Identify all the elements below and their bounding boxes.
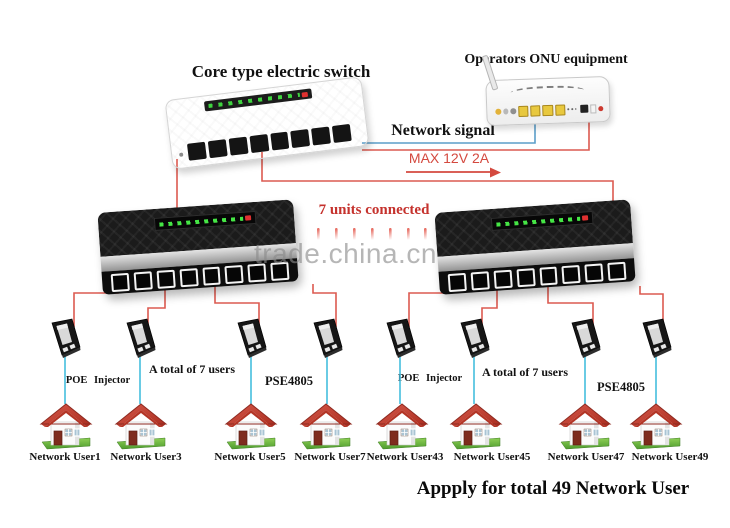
total-users-label-left: A total of 7 users <box>149 362 235 376</box>
house-icon <box>630 403 682 450</box>
blue-line <box>362 124 536 144</box>
green-leds-icon <box>159 216 244 227</box>
vent-dashes-icon <box>510 84 585 99</box>
user-label: Network User5 <box>214 451 286 463</box>
cyan-lines <box>64 356 657 404</box>
poe-injector-icon <box>571 318 601 359</box>
onu-device <box>481 54 611 127</box>
power-led-icon <box>178 152 184 157</box>
poe-injector-icon <box>237 318 267 359</box>
house-icon <box>300 403 352 450</box>
poe-injector-icon <box>126 318 156 359</box>
user-label: Network User3 <box>110 451 182 463</box>
core-switch-title: Core type electric switch <box>191 62 371 81</box>
house-icon <box>40 403 92 450</box>
poe-injector-icon <box>642 318 672 359</box>
poe-switch-right-device <box>434 199 636 295</box>
poe-injector-icon <box>460 318 490 359</box>
house-icon <box>450 403 502 450</box>
red-led-icon <box>581 215 589 221</box>
user-label: Network User7 <box>294 451 366 463</box>
user-label: Network User47 <box>547 451 625 463</box>
onu-title: Operators ONU equipment <box>464 52 628 67</box>
max-power-label: MAX 12V 2A <box>408 150 490 166</box>
pse-model-label-right: PSE4805 <box>597 380 645 394</box>
red-led-icon <box>244 215 252 221</box>
led-strip-icon <box>153 210 257 231</box>
poe-injector-icon <box>386 318 416 359</box>
watermark: trade.china.cn <box>254 238 437 269</box>
poe-injector-label-left: POE Injector <box>65 375 131 386</box>
house-icon <box>376 403 428 450</box>
pse-model-label-left: PSE4805 <box>265 374 313 388</box>
house-icon <box>559 403 611 450</box>
red-led-icon <box>301 91 309 98</box>
red-lines <box>73 122 664 327</box>
poe-injector-icon <box>313 318 343 359</box>
network-signal-label: Network signal <box>391 122 495 139</box>
units-connected-label: 7 units connected <box>318 202 430 218</box>
total-users-label-right: A total of 7 users <box>482 365 568 379</box>
onu-ports <box>495 102 604 118</box>
user-label: Network User43 <box>366 451 444 463</box>
max-power-arrow-icon <box>406 167 501 178</box>
green-leds-icon <box>496 216 581 227</box>
house-icon <box>115 403 167 450</box>
house-icon <box>225 403 277 450</box>
user-label: Network User1 <box>29 451 101 463</box>
user-label: Network User49 <box>631 451 709 463</box>
poe-injector-label-right: POE Injector <box>397 373 463 384</box>
footer-title: Appply for total 49 Network User <box>416 478 690 499</box>
poe-injector-icon <box>51 318 81 359</box>
green-leds-icon <box>208 92 301 108</box>
user-label: Network User45 <box>453 451 531 463</box>
unit-tick-marks <box>317 228 427 240</box>
led-strip-icon <box>490 210 594 231</box>
